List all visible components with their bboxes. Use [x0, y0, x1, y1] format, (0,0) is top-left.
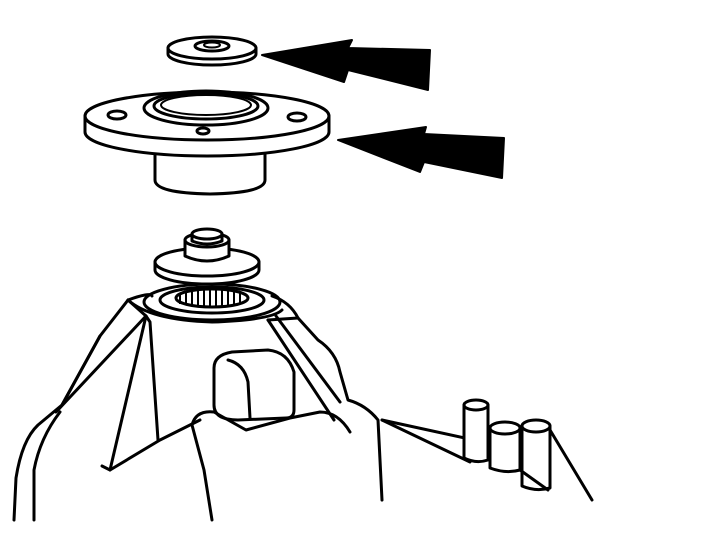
arrow-to-seal-washer — [261, 39, 431, 91]
flange-housing — [83, 89, 331, 196]
bolt-hole — [106, 109, 128, 121]
bolt-hole — [195, 126, 211, 136]
mounting-studs — [462, 398, 594, 502]
bolt-hole — [286, 111, 308, 123]
shaft-end — [153, 227, 261, 286]
seal-washer — [166, 35, 258, 67]
arrow-to-flange-housing — [337, 126, 505, 179]
bearing-race — [142, 282, 282, 322]
gear-housing — [12, 293, 522, 522]
